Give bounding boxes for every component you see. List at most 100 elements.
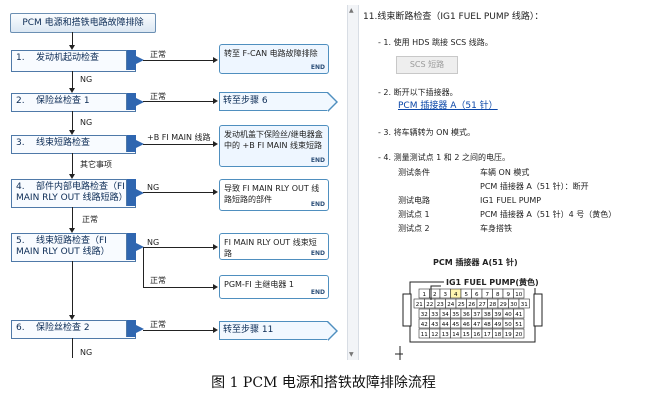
scroll-up-icon[interactable]: ▲ [349,7,354,14]
right-heading: 11.线束断路检查（IG1 FUEL PUMP 线路）： [363,12,544,22]
connector-pin-number: 41 [515,312,522,318]
connector [72,153,73,177]
connector-pin-number: 40 [505,312,512,318]
scroll-down-icon[interactable]: ▼ [349,351,354,358]
label-ng: NG [147,238,160,247]
connector-pin-number: 9 [507,292,511,298]
end-label: END [310,201,325,208]
connector [143,60,213,61]
connector-pin-cell [518,298,530,309]
step-tail [126,233,144,260]
scs-short-button[interactable]: SCS 短路 [396,56,458,74]
goto-step-11[interactable]: 转至步骤 11 [219,321,338,341]
step-label: 部件内部电路检查（FI MAIN RLY OUT 线路短路） [16,182,128,203]
row-value: PCM 插接器 A（51 针）4 号（黄色） [480,210,617,219]
connector-pin-number: 49 [494,322,501,328]
connector-pin-number: 23 [437,302,444,308]
connector-pin-number: 26 [468,302,475,308]
label-ng: NG [80,118,93,127]
connector-pin-number: 45 [452,322,459,328]
result-box-3[interactable]: 发动机盖下保险丝/继电器盒中的 +B FI MAIN 线束短路 END [219,125,329,167]
label-ng: NG [80,348,93,357]
connector [72,338,73,358]
result-box-1[interactable]: 转至 F-CAN 电路故障排除 END [219,44,329,74]
connector-pin-number: 44 [442,322,449,328]
connector-pin-number: 2 [433,292,437,298]
row-key: 测试点 1 [398,210,430,219]
connector-pin-number: 13 [442,332,449,338]
row-value: PCM 插接器 A（51 针）：断开 [480,182,589,191]
label-ok: 正常 [150,276,166,285]
result-box-4[interactable]: 导致 FI MAIN RLY OUT 线路短路的部件 END [219,179,329,211]
connector [143,101,213,102]
step-tail [126,179,144,206]
connector [143,144,213,145]
step-label: 保险丝检查 1 [36,96,90,106]
connector [72,32,73,48]
connector-pin-number: 5 [465,292,469,298]
row-key: 测试电路 [398,196,430,205]
row-value: 车身搭铁 [480,224,512,233]
arrow [69,315,75,320]
step-2[interactable]: 2. 保险丝检查 1 [11,93,144,112]
end-label: END [310,250,325,257]
connector-pin-number: 15 [463,332,470,338]
connector-pin-number: 35 [452,312,459,318]
connector-pin-number: 31 [521,302,528,308]
goto-step-6[interactable]: 转至步骤 6 [219,92,338,112]
arrow [69,45,75,50]
connector-pin-number: 39 [494,312,501,318]
step-5[interactable]: 5.线束短路检查（FI MAIN RLY OUT 线路） [11,233,144,262]
connector-pin-number: 42 [421,322,428,328]
label-other: 其它事项 [80,160,112,169]
connector-pin-number: 43 [431,322,438,328]
connector-title: PCM 插接器 A(51 针) [433,258,518,267]
connector-pin-number: 48 [484,322,491,328]
connector [143,247,213,248]
connector-pin-number: 30 [510,302,517,308]
step-4[interactable]: 4.部件内部电路检查（FI MAIN RLY OUT 线路短路） [11,179,144,208]
pcm-connector-link[interactable]: PCM 插接器 A（51 针） [398,101,498,111]
arrow [213,189,218,195]
step-number: 2. [16,96,25,106]
result-box-5[interactable]: FI MAIN RLY OUT 线束短路 END [219,233,329,260]
step-label: 线束短路检查（FI MAIN RLY OUT 线路） [16,236,110,257]
label-ok: 正常 [150,92,166,101]
panel-divider[interactable]: ▲ ▼ [347,5,359,360]
connector-pin-number: 3 [444,292,448,298]
step-tail [126,135,144,152]
step-tail [126,93,144,110]
connector-pin-number: 21 [416,302,423,308]
connector-pin-number: 46 [463,322,470,328]
row-value: 车辆 ON 模式 [480,168,530,177]
connector-pin-cell [513,318,525,329]
step-6[interactable]: 6.保险丝检查 2 [11,320,144,339]
label-ng: NG [147,183,160,192]
connector-pin-number: 50 [505,322,512,328]
arrow [213,98,218,104]
label-b-fi-main: +B FI MAIN 线路 [147,133,211,142]
step-number: 6. [16,323,25,333]
connector-pin-number: 47 [473,322,480,328]
end-label: END [310,64,325,71]
result-text: 发动机盖下保险丝/继电器盒中的 +B FI MAIN 线束短路 [224,130,323,150]
arrow [213,57,218,63]
row-key: 测试条件 [398,168,430,177]
step-1[interactable]: 1.发动机起动检查 [11,50,144,72]
result-box-6[interactable]: PGM-FI 主继电器 1 END [219,275,329,299]
connector-pin-number: 51 [515,322,522,328]
label-ok: 正常 [82,215,98,224]
step-11-4: - 4. 测量测试点 1 和 2 之间的电压。 [378,153,510,162]
connector-pin-number: 7 [486,292,490,298]
step-number: 3. [16,138,25,148]
step-11-1: - 1. 使用 HDS 跳接 SCS 线路。 [378,38,493,47]
step-number: 4. [16,182,25,192]
arrow [213,284,218,290]
step-3[interactable]: 3.线束短路检查 [11,135,144,154]
result-text: 转至 F-CAN 电路故障排除 [224,49,318,58]
end-label: END [310,157,325,164]
arrow [69,228,75,233]
connector-pin-number: 19 [505,332,512,338]
figure-caption: 图 1 PCM 电源和搭铁故障排除流程 [211,375,436,391]
